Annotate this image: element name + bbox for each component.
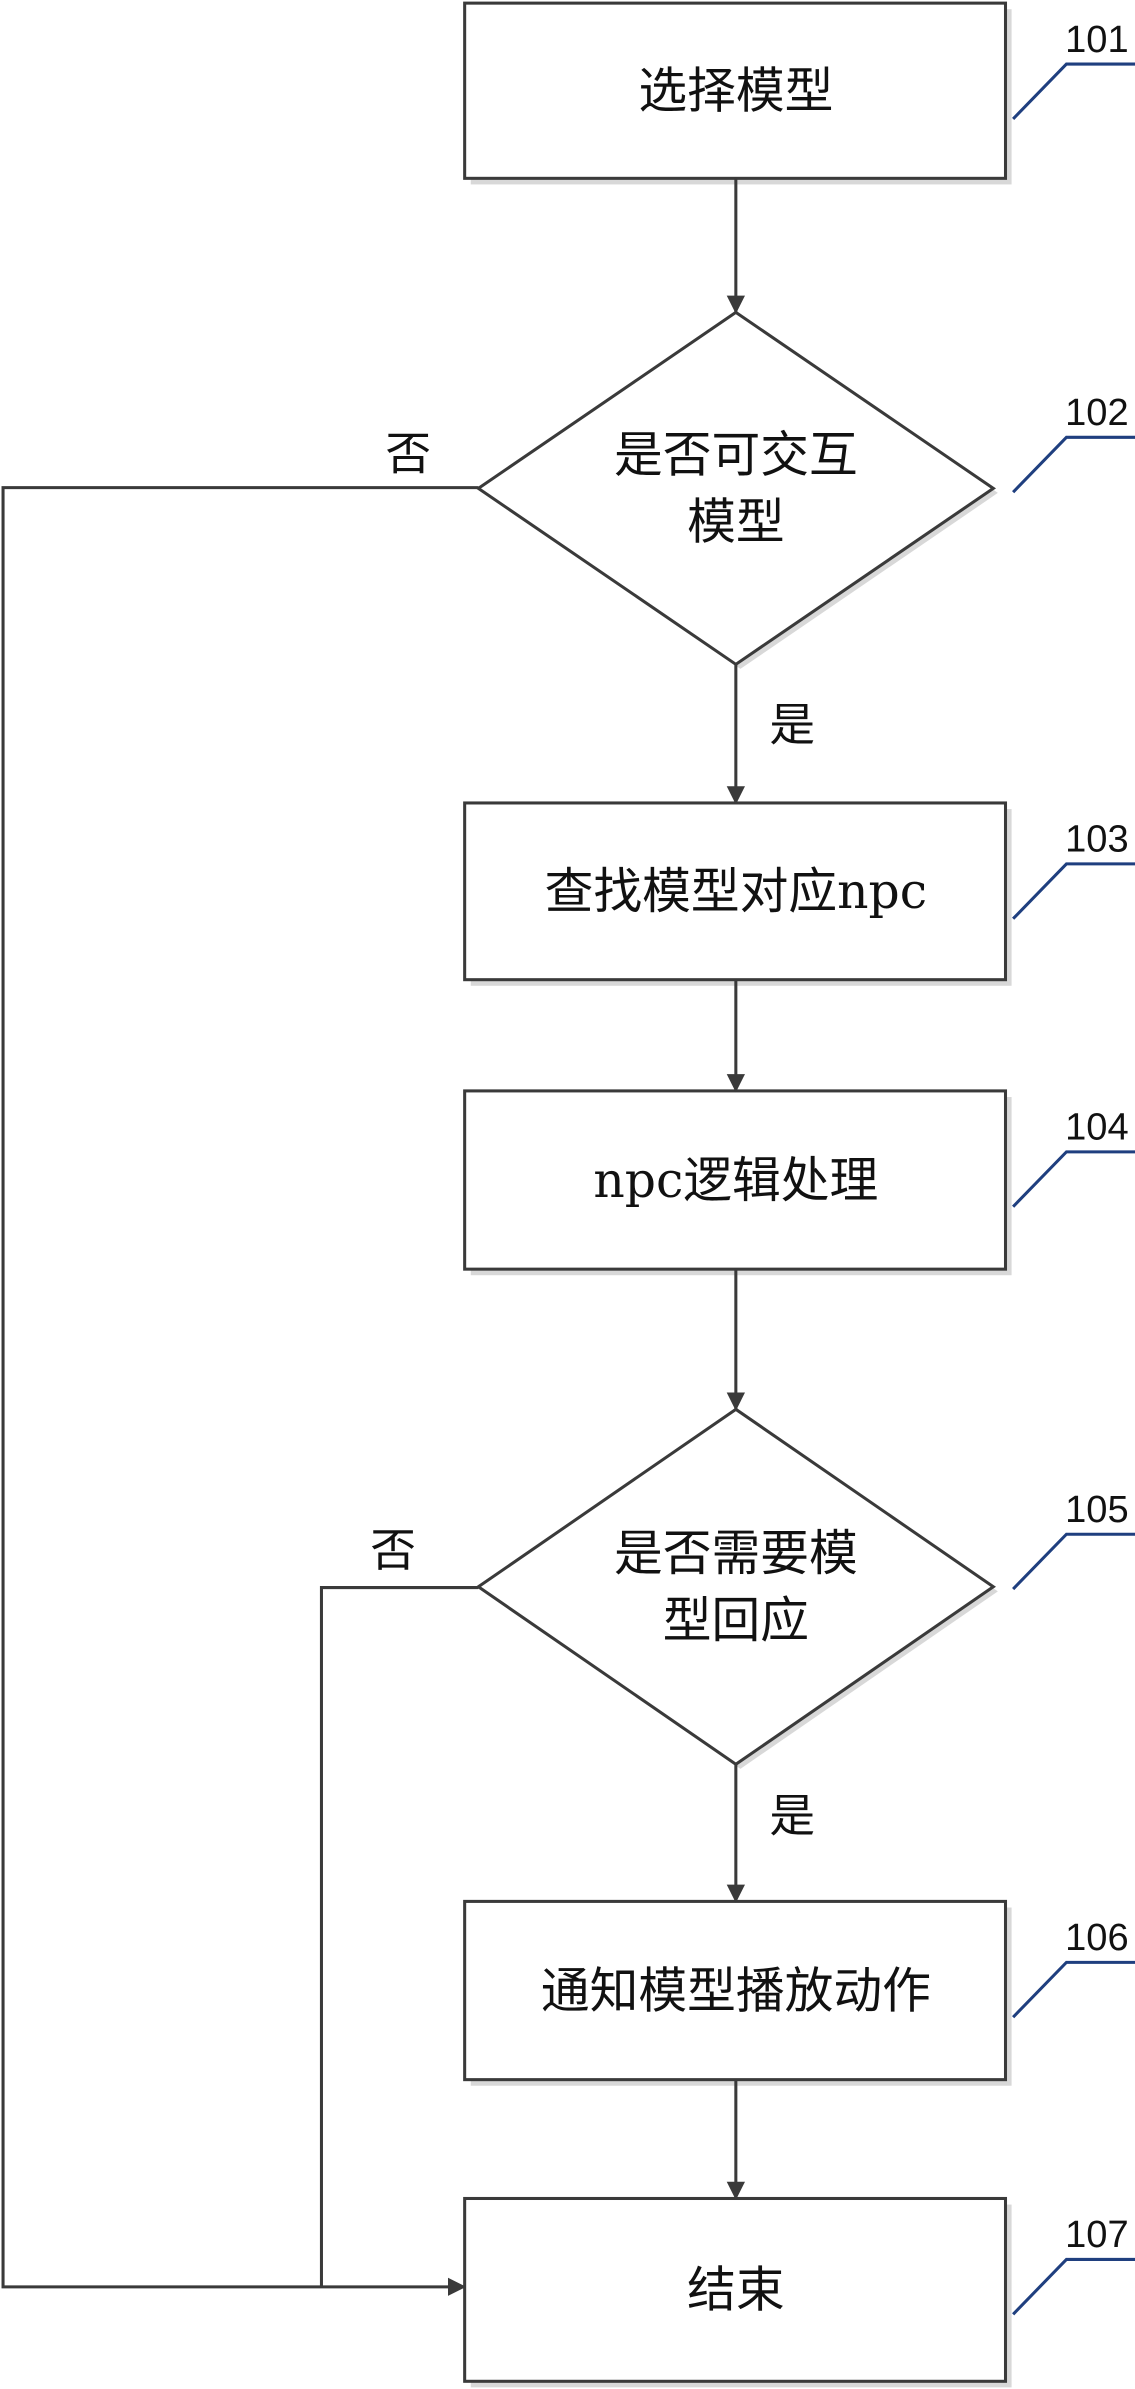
reference-leader-line [1012,62,1135,120]
process-box [463,801,1008,982]
node-label: 型回应 [663,1593,809,1649]
reference-leader-line [1012,435,1135,494]
reference-number: 103 [1065,819,1129,861]
node-107: 结束 107 [463,2196,1135,2388]
edge-102-107: 否 [1,427,479,2296]
node-label: 是否需要模 [614,1526,858,1582]
reference-number: 101 [1065,19,1129,61]
edge-label: 是 [769,1789,815,1842]
decision-diamond [475,310,997,667]
node-101: 选择模型 101 [463,1,1135,185]
decision-diamond [475,1407,996,1767]
process-box [463,1899,1008,2082]
node-104: npc逻辑处理 104 [463,1089,1135,1276]
node-label: 查找模型对应npc [545,864,927,920]
node-label: 通知模型播放动作 [541,1963,931,2019]
reference-number: 106 [1065,1917,1129,1959]
connector-arrow [319,1586,479,2287]
reference-leader-line [1012,1960,1135,2019]
reference-leader-line [1012,1150,1135,1208]
reference-leader-line [1012,2257,1135,2316]
reference-number: 107 [1065,2214,1129,2256]
node-label: npc逻辑处理 [593,1153,878,1209]
edge-102-103: 是 [726,664,815,805]
process-box [463,1089,1008,1271]
edge-label: 否 [370,1524,416,1577]
node-106: 通知模型播放动作 106 [463,1899,1135,2086]
process-box [463,1,1008,180]
node-103: 查找模型对应npc 103 [463,801,1135,986]
reference-number: 104 [1065,1107,1129,1149]
reference-leader-line [1012,862,1135,920]
reference-number: 102 [1065,392,1129,434]
node-label: 结束 [687,2263,784,2319]
node-label: 模型 [687,495,784,551]
edge-label: 否 [385,427,431,480]
node-label: 选择模型 [638,63,833,119]
edge-105-107: 否 [319,1524,479,2287]
edge-105-106: 是 [726,1764,815,1903]
reference-number: 105 [1065,1489,1129,1531]
reference-leader-line [1012,1532,1135,1591]
edge-label: 是 [769,699,815,752]
node-label: 是否可交互 [614,428,858,484]
connector-arrow [1,486,479,2296]
